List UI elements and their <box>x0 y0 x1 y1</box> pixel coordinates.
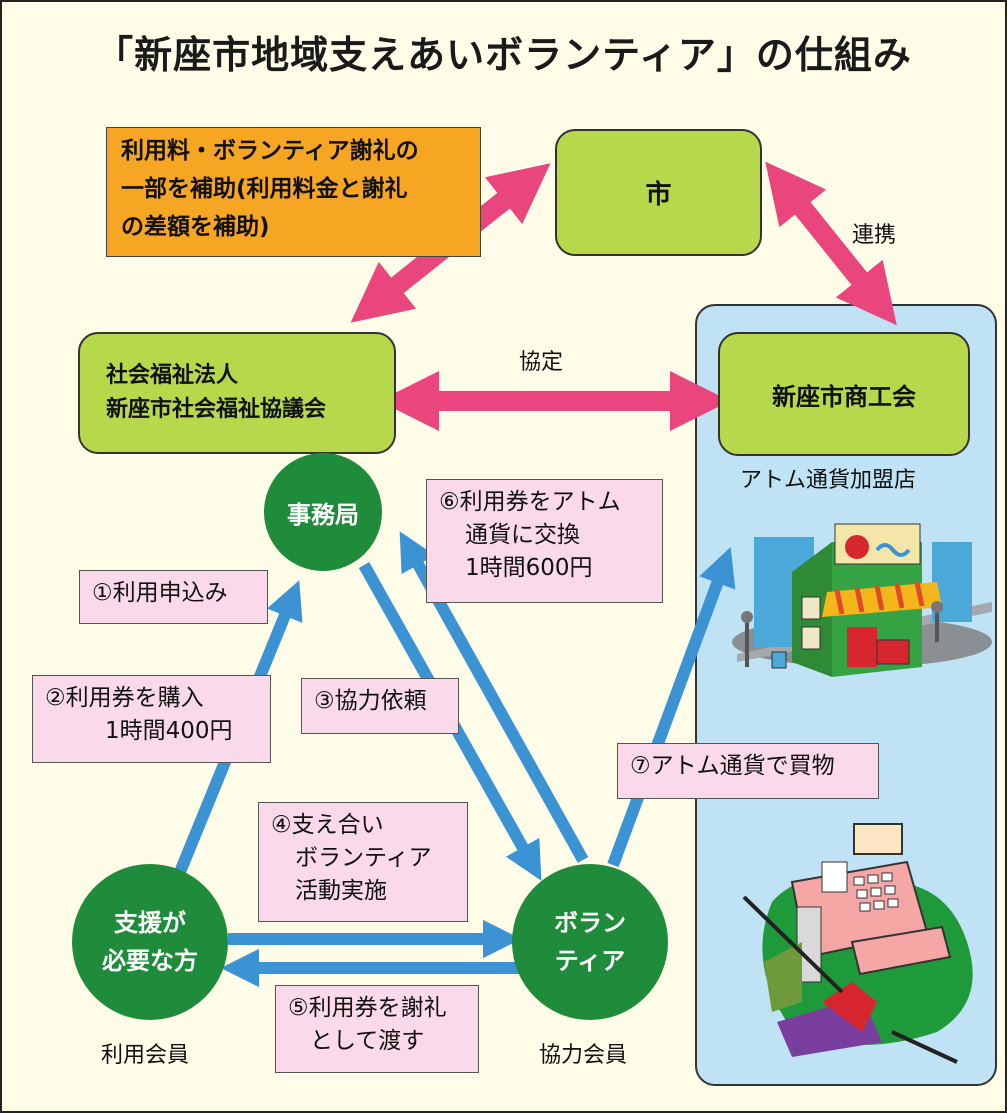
step-7-text: ⑦アトム通貨で買物 <box>630 753 835 779</box>
diagram-title: 「新座市地域支えあいボランティア」の仕組み <box>95 33 912 77</box>
user-node: 支援が 必要な方 <box>72 864 228 1020</box>
step-1-apply: ①利用申込み <box>79 570 268 624</box>
arrow-city-chamber <box>765 161 897 326</box>
volunteer-node: ボラン ティア <box>512 864 668 1020</box>
subsidy-line-2: 一部を補助(利用料金と謝礼 <box>121 176 408 202</box>
step-4-text-line-2: ボランティア <box>295 845 432 871</box>
step-4-text-line-3: 活動実施 <box>295 878 387 904</box>
user-member-label: 利用会員 <box>101 1043 190 1068</box>
cooperating-member-label: 協力会員 <box>539 1043 628 1068</box>
chamber-node: 新座市商工会 <box>718 332 970 456</box>
subsidy-line-3: の差額を補助) <box>121 214 270 240</box>
step-6-exchange: ⑥利用券をアトム 通貨に交換 1時間600円 <box>426 479 663 603</box>
step-6-text-line-1: ⑥利用券をアトム <box>439 489 621 515</box>
step-5-text-line-2: として渡す <box>310 1028 425 1054</box>
council-label-line-2: 新座市社会福祉協議会 <box>106 397 327 422</box>
city-label: 市 <box>645 180 672 210</box>
step-2-text-line-1: ②利用券を購入 <box>45 685 204 711</box>
step-4-activity: ④支え合い ボランティア 活動実施 <box>258 802 468 922</box>
step-2-text-line-2: 1時間400円 <box>105 718 233 744</box>
council-node: 社会福祉法人 新座市社会福祉協議会 <box>78 332 396 454</box>
step-6-text-line-2: 通貨に交換 <box>465 522 580 548</box>
office-label: 事務局 <box>287 500 359 529</box>
cash-register-illustration <box>742 823 973 1064</box>
agreement-label: 協定 <box>519 350 564 375</box>
step-2-purchase: ②利用券を購入 1時間400円 <box>32 675 271 763</box>
step-7-shopping: ⑦アトム通貨で買物 <box>617 743 879 799</box>
office-node: 事務局 <box>264 453 382 571</box>
step-5-text-line-1: ⑤利用券を謝礼 <box>288 995 447 1021</box>
chamber-label: 新座市商工会 <box>772 382 916 411</box>
partnership-label: 連携 <box>852 223 897 248</box>
step-6-text-line-3: 1時間600円 <box>465 555 593 581</box>
arrow-shopping <box>607 546 736 868</box>
volunteer-label-line-2: ティア <box>554 947 626 975</box>
council-label-line-1: 社会福祉法人 <box>106 363 239 388</box>
store-illustration <box>732 523 992 677</box>
user-label-line-1: 支援が <box>114 909 186 937</box>
step-1-text: ①利用申込み <box>92 580 228 606</box>
step-4-text-line-1: ④支え合い <box>271 812 384 838</box>
step-3-request: ③協力依頼 <box>301 678 459 734</box>
volunteer-label-line-1: ボラン <box>554 909 626 937</box>
subsidy-line-1: 利用料・ボランティア謝礼の <box>121 138 419 164</box>
city-node: 市 <box>555 129 762 256</box>
member-stores-label: アトム通貨加盟店 <box>740 468 917 493</box>
step-3-text: ③協力依頼 <box>314 688 427 714</box>
subsidy-note: 利用料・ボランティア謝礼の 一部を補助(利用料金と謝礼 の差額を補助) <box>106 127 481 257</box>
user-label-line-2: 必要な方 <box>102 947 198 975</box>
step-5-handover: ⑤利用券を謝礼 として渡す <box>275 985 479 1073</box>
